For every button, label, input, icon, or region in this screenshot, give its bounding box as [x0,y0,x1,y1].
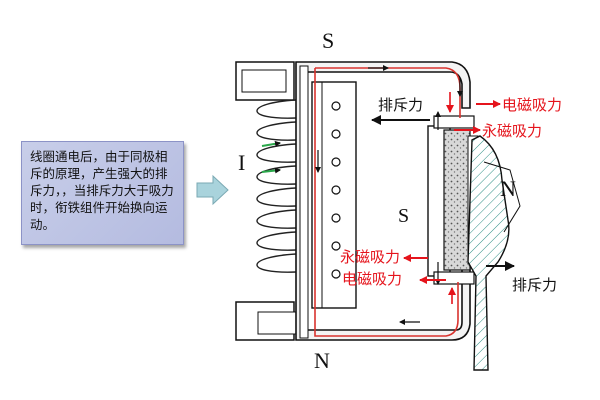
callout-arrow [196,174,229,206]
pole-label-top: S [322,28,334,53]
pole-label-mid: S [398,205,409,227]
electromag-label-lower: 电磁吸力 [342,270,402,288]
pole-label-right: N [500,176,516,201]
coil-winding [256,99,297,273]
permanent-magnet [443,129,471,271]
permanent-label-upper: 永磁吸力 [482,122,542,140]
flux-direction-arrows [315,65,463,325]
repel-label-upper: 排斥力 [378,96,423,114]
yoke-frame [295,61,471,341]
diagram-labels: S N N S I 排斥力 排斥力 电磁吸力 永磁吸力 永磁吸力 电磁吸力 [238,28,562,373]
electromag-label-upper: 电磁吸力 [502,96,562,114]
force-arrows [371,92,515,304]
coil-terminal [235,61,295,101]
permanent-label-lower: 永磁吸力 [340,248,400,266]
current-symbol: I [238,150,245,175]
moving-arm [467,135,521,371]
repel-label-lower: 排斥力 [512,276,557,294]
coil-current-arrows [261,140,281,174]
pole-label-bottom: N [314,348,330,373]
core-plate [311,81,357,309]
explanation-note: 线圈通电后，由于同极相斥的原理，产生强大的排斥力，，当排斥力大于吸力时，衔铁组件… [21,141,184,245]
explanation-text: 线圈通电后，由于同极相斥的原理，产生强大的排斥力，，当排斥力大于吸力时，衔铁组件… [30,149,174,232]
base-plate [235,301,299,341]
